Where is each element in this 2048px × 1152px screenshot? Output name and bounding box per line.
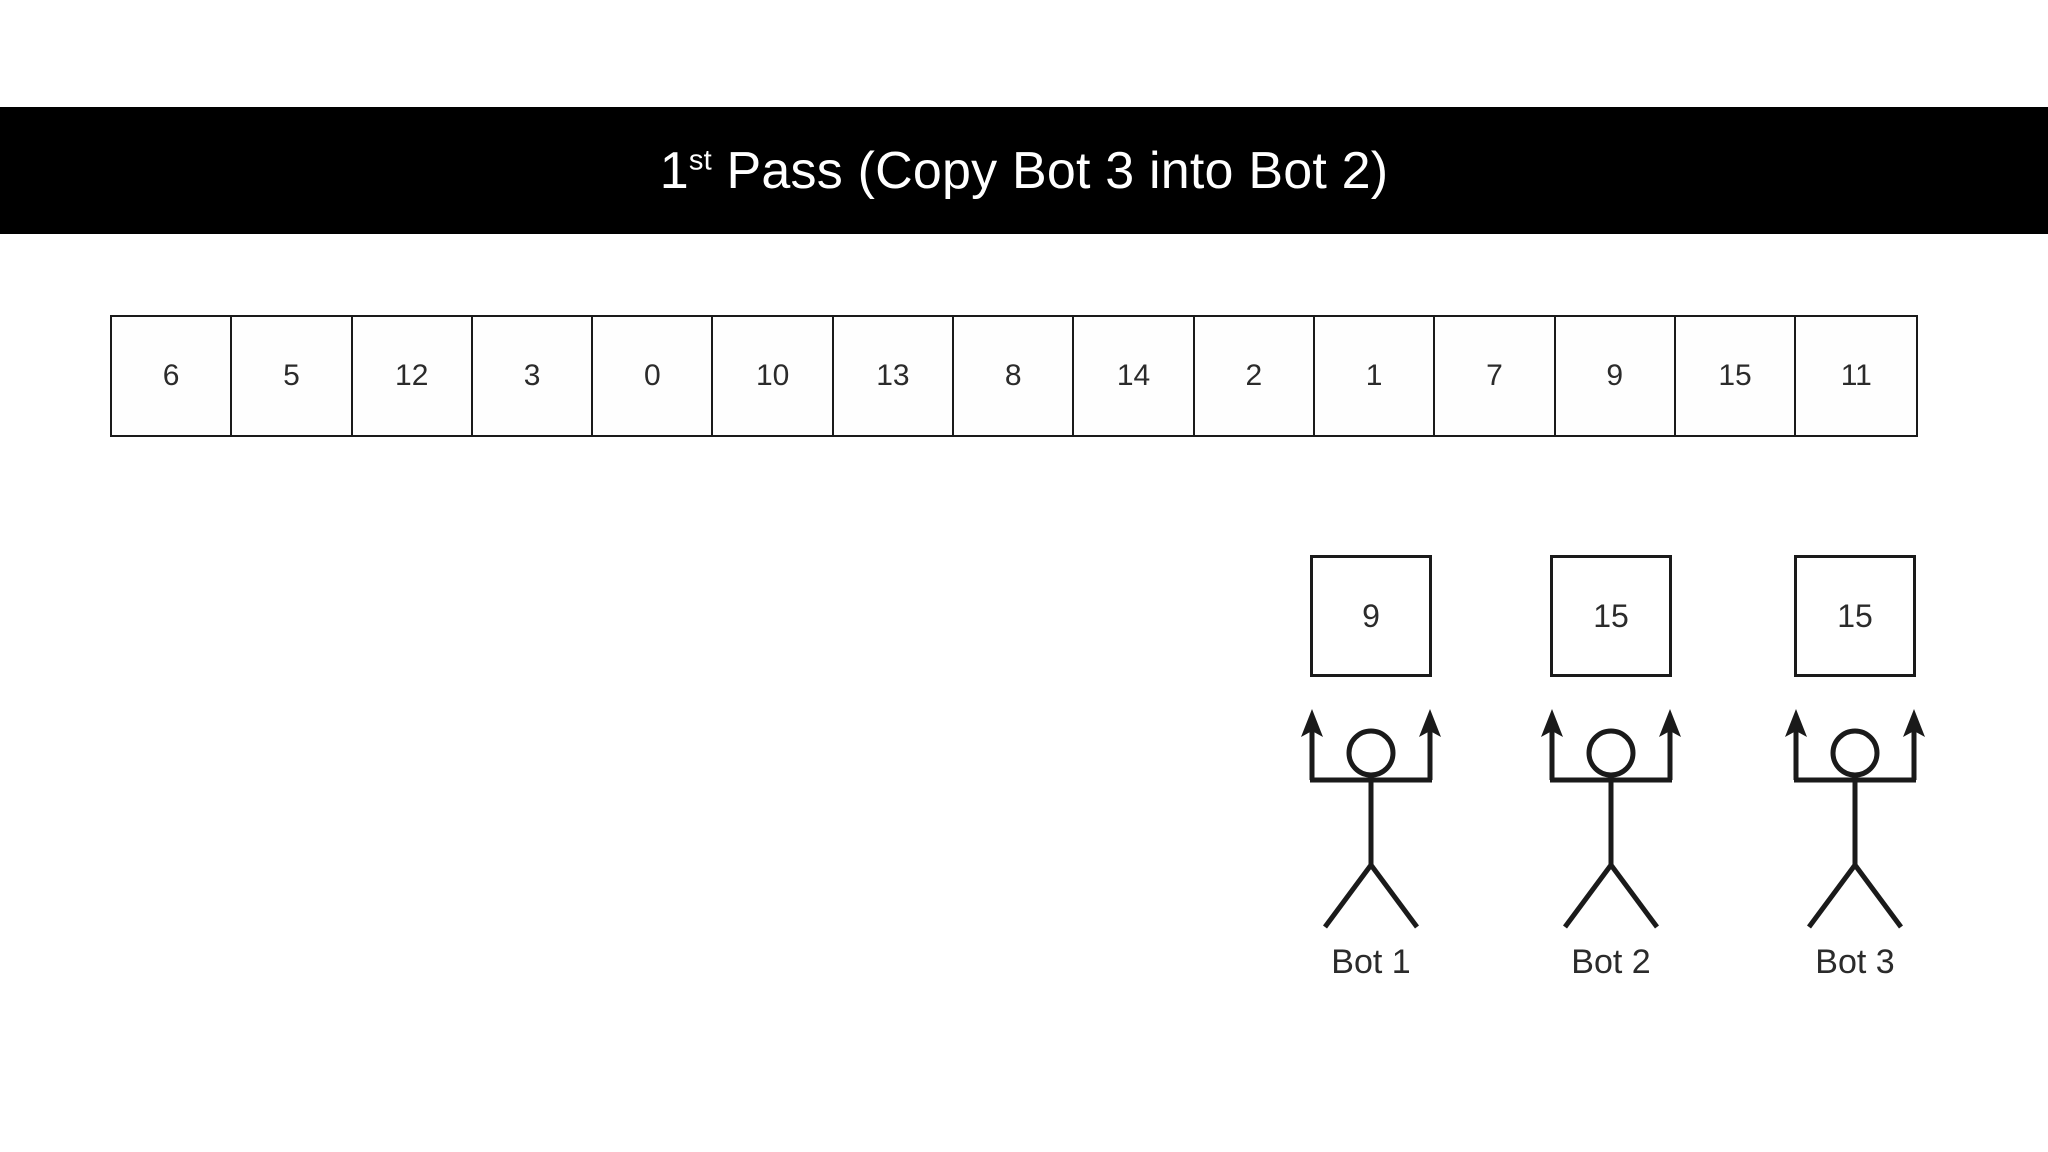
array-cell: 0: [593, 317, 714, 435]
array-cell: 7: [1435, 317, 1556, 435]
title-number: 1: [659, 141, 689, 200]
bot-stick-figure: [1301, 709, 1441, 929]
title-remainder: Pass (Copy Bot 3 into Bot 2): [711, 141, 1389, 200]
bot-stick-figure: [1541, 709, 1681, 929]
bot-figure: [1521, 705, 1701, 960]
array-cell: 10: [713, 317, 834, 435]
array-cell: 1: [1314, 317, 1436, 435]
page-title: 1st Pass (Copy Bot 3 into Bot 2): [660, 145, 1389, 197]
left-arrow-head-icon: [1785, 709, 1807, 737]
bot-label: Bot 1: [1331, 943, 1411, 981]
array-cell: 11: [1796, 317, 1917, 435]
array-cell: 6: [112, 317, 233, 435]
array-cell: 8: [954, 317, 1075, 435]
right-arrow-head-icon: [1419, 709, 1441, 737]
bot-figure: [1281, 705, 1461, 960]
bot-held-value-box: 15: [1550, 555, 1672, 677]
right-arrow-head-icon: [1903, 709, 1925, 737]
array-cell: 5: [232, 317, 353, 435]
title-ordinal-suffix: st: [688, 144, 712, 177]
array-cell: 12: [352, 317, 473, 435]
bot-held-value-box: 9: [1310, 555, 1432, 677]
array-cell: 9: [1555, 317, 1676, 435]
bot-held-value-box: 15: [1794, 555, 1916, 677]
bot-head-icon: [1830, 728, 1880, 778]
bot-head-icon: [1586, 728, 1636, 778]
bot-head-icon: [1346, 728, 1396, 778]
array-cell: 13: [833, 317, 955, 435]
array-cell: 3: [472, 317, 594, 435]
array-cell: 15: [1675, 317, 1797, 435]
bot-label: Bot 2: [1571, 943, 1651, 981]
array-cell: 14: [1074, 317, 1195, 435]
left-arrow-head-icon: [1301, 709, 1323, 737]
bot-stick-figure: [1785, 709, 1925, 929]
title-banner: 1st Pass (Copy Bot 3 into Bot 2): [0, 107, 2048, 234]
array-cell: 2: [1194, 317, 1315, 435]
bot-figure: [1765, 705, 1945, 960]
right-arrow-head-icon: [1659, 709, 1681, 737]
bot-label: Bot 3: [1815, 943, 1895, 981]
left-arrow-head-icon: [1541, 709, 1563, 737]
